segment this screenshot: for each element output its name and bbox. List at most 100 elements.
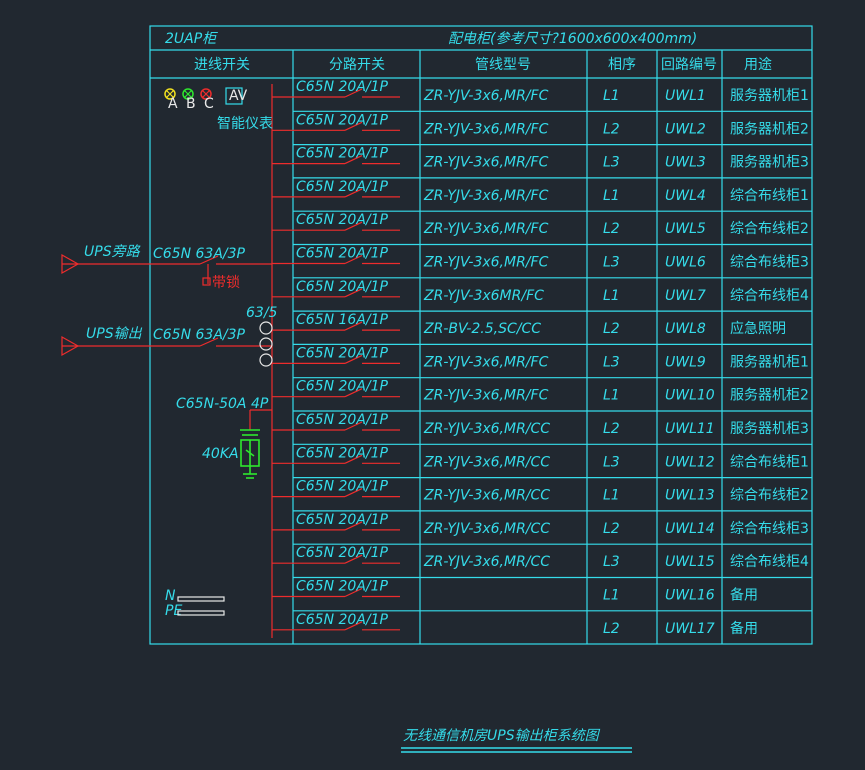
table-row: C65N 20A/1P ZR-YJV-3x6,MR/FC L1 UWL10 服务器机柜2 <box>272 379 809 404</box>
branch-breaker: C65N 20A/1P <box>296 146 389 162</box>
branch-breaker: C65N 20A/1P <box>296 479 389 495</box>
usage: 综合布线柜1 <box>730 454 809 470</box>
cable-type: ZR-YJV-3x6MR/FC <box>423 288 544 304</box>
cable-type: ZR-YJV-3x6,MR/FC <box>423 388 549 404</box>
breaker-contact-icon <box>344 155 363 165</box>
cable-type: ZR-YJV-3x6,MR/CC <box>423 488 550 504</box>
circuit-number: UWL6 <box>665 255 706 271</box>
lamp-b-icon <box>182 88 194 100</box>
phase: L2 <box>603 221 620 237</box>
spd-rating-label: 40KA <box>202 446 239 462</box>
circuit-number: UWL16 <box>665 588 715 604</box>
usage: 服务器机柜1 <box>730 88 809 104</box>
usage: 备用 <box>730 587 758 604</box>
output-breaker-label: C65N 63A/3P <box>153 327 246 343</box>
surge-protector-icon <box>240 429 260 479</box>
phase: L1 <box>603 588 620 604</box>
usage: 服务器机柜1 <box>730 354 809 370</box>
phase: L3 <box>603 155 620 171</box>
breaker-contact-icon <box>344 288 363 298</box>
cable-type: ZR-YJV-3x6,MR/FC <box>423 188 549 204</box>
phase: L3 <box>603 554 620 570</box>
pe-bar <box>177 610 225 616</box>
branch-breaker: C65N 20A/1P <box>296 246 389 262</box>
branch-breaker: C65N 20A/1P <box>296 445 389 461</box>
branch-breaker: C65N 16A/1P <box>296 312 389 328</box>
cable-type: ZR-YJV-3x6,MR/CC <box>423 454 550 470</box>
branch-breaker: C65N 20A/1P <box>296 112 389 128</box>
circuit-number: UWL7 <box>665 288 706 304</box>
n-label: N <box>165 588 176 604</box>
header-circuit: 回路编号 <box>661 57 717 73</box>
phase: L1 <box>603 488 620 504</box>
cable-type: ZR-YJV-3x6,MR/FC <box>423 354 549 370</box>
phase: L3 <box>603 255 620 271</box>
cable-type: ZR-YJV-3x6,MR/FC <box>423 121 549 137</box>
cable-type: ZR-YJV-3x6,MR/FC <box>423 155 549 171</box>
cabinet-spec: 配电柜(参考尺寸?1600x600x400mm) <box>448 31 697 47</box>
breaker-contact-icon <box>344 321 363 331</box>
branch-breaker: C65N 20A/1P <box>296 512 389 528</box>
circuit-number: UWL13 <box>665 488 715 504</box>
n-bar <box>177 596 225 602</box>
circuit-number: UWL3 <box>665 155 706 171</box>
usage: 服务器机柜2 <box>730 388 809 404</box>
cable-type: ZR-YJV-3x6,MR/FC <box>423 255 549 271</box>
branch-breaker: C65N 20A/1P <box>296 212 389 228</box>
table-row: C65N 20A/1P ZR-YJV-3x6,MR/CC L1 UWL13 综合布线柜2 <box>272 479 809 504</box>
branch-breaker: C65N 20A/1P <box>296 379 389 395</box>
surge-protector-feeder <box>249 409 272 430</box>
phase: L1 <box>603 288 620 304</box>
drawing-title: 无线通信机房UPS输出柜系统图 <box>403 728 601 744</box>
breaker-contact-icon <box>344 88 363 98</box>
lamp-c-icon <box>200 88 212 100</box>
breaker-contact-icon <box>344 188 363 198</box>
usage: 服务器机柜3 <box>730 155 809 171</box>
breaker-contact-icon <box>344 587 363 598</box>
ups-output-feeder <box>61 335 272 357</box>
spd-breaker-label: C65N-50A 4P <box>176 396 269 412</box>
breaker-contact-icon <box>344 521 363 531</box>
breaker-contact-icon <box>344 221 363 231</box>
ups-bypass-feeder <box>61 253 272 286</box>
phase: L1 <box>603 388 620 404</box>
usage: 应急照明 <box>730 320 786 337</box>
breaker-contact-icon <box>344 488 363 498</box>
usage: 综合布线柜4 <box>730 554 809 570</box>
lamp-a-icon <box>164 88 176 100</box>
usage: 综合布线柜3 <box>730 255 809 271</box>
lamp-a-label: A <box>168 96 178 112</box>
branch-breaker: C65N 20A/1P <box>296 279 389 295</box>
circuit-number: UWL10 <box>665 388 715 404</box>
breaker-contact-icon <box>344 121 363 131</box>
branch-breaker: C65N 20A/1P <box>296 612 389 628</box>
bypass-breaker-label: C65N 63A/3P <box>153 246 246 262</box>
usage: 综合布线柜2 <box>730 488 809 504</box>
phase: L2 <box>603 521 620 537</box>
ups-output-label: UPS输出 <box>86 326 143 342</box>
circuit-number: UWL4 <box>665 188 706 204</box>
usage: 综合布线柜3 <box>730 521 809 537</box>
table-row: C65N 20A/1P ZR-YJV-3x6,MR/FC L3 UWL6 综合布线柜3 <box>272 246 809 271</box>
branch-breaker: C65N 20A/1P <box>296 345 389 361</box>
usage: 服务器机柜3 <box>730 421 809 437</box>
ups-bypass-label: UPS旁路 <box>84 244 141 260</box>
lamp-b-label: B <box>186 96 196 112</box>
header-incoming: 进线开关 <box>194 57 250 73</box>
phase: L3 <box>603 454 620 470</box>
circuit-number: UWL11 <box>665 421 715 437</box>
svg-text:AV: AV <box>229 88 248 104</box>
breaker-contact-icon <box>344 254 363 265</box>
usage: 备用 <box>730 620 758 637</box>
circuit-number: UWL2 <box>665 121 706 137</box>
branch-breaker: C65N 20A/1P <box>296 179 389 195</box>
branch-breaker: C65N 20A/1P <box>296 579 389 595</box>
circuit-number: UWL14 <box>665 521 715 537</box>
